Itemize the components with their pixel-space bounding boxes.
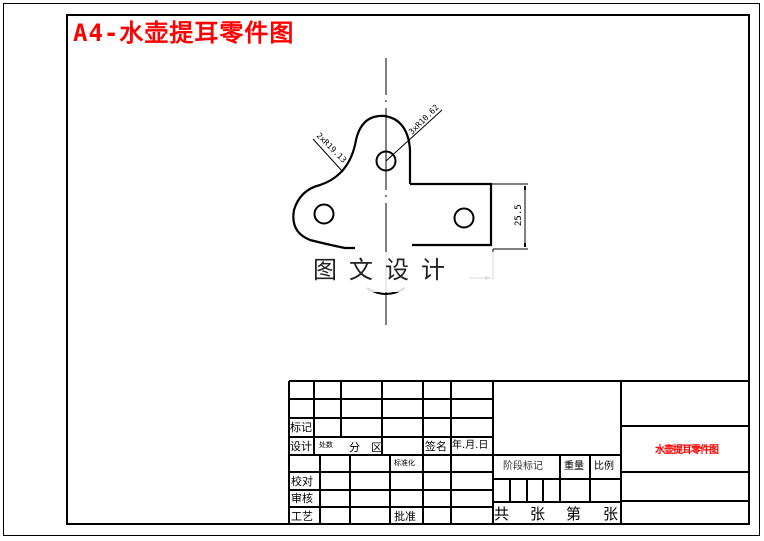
hole-top (375, 150, 397, 172)
outer-border (3, 3, 760, 536)
label-count: 处数 (319, 441, 333, 449)
label-signature: 签名 (425, 440, 447, 453)
dim-height-label: 25.5 (514, 204, 524, 226)
hole-right (453, 207, 475, 229)
label-mark: 标记 (290, 421, 312, 434)
label-stage-mark: 阶段标记 (503, 461, 543, 472)
part-outline (292, 114, 493, 250)
watermark: 图文设计 (313, 256, 457, 284)
label-total: 共 (494, 505, 510, 523)
label-date: 年.月.日 (452, 440, 489, 451)
label-check: 校对 (291, 475, 313, 488)
drawing-title: A4-水壶提耳零件图 (73, 19, 295, 47)
label-standardize: 标准化 (394, 459, 415, 467)
watermark-bg (300, 252, 500, 292)
label-scale: 比例 (594, 461, 614, 472)
label-approve: 批准 (394, 510, 416, 523)
label-weight: 重量 (564, 461, 584, 472)
label-process: 工艺 (291, 510, 313, 523)
label-sheet-2: 张 (603, 505, 619, 523)
leader-r19 (312, 138, 344, 173)
label-sheet-1: 张 (530, 505, 546, 523)
hole-left (313, 203, 335, 225)
drawing-name: 水壶提耳零件图 (655, 445, 719, 456)
leader-r10 (385, 109, 443, 162)
label-number: 第 (566, 505, 582, 523)
drawing-frame (66, 14, 750, 525)
label-zone: 分 区 (349, 441, 382, 454)
label-review: 审核 (291, 492, 313, 505)
label-design: 设计 (290, 440, 312, 453)
